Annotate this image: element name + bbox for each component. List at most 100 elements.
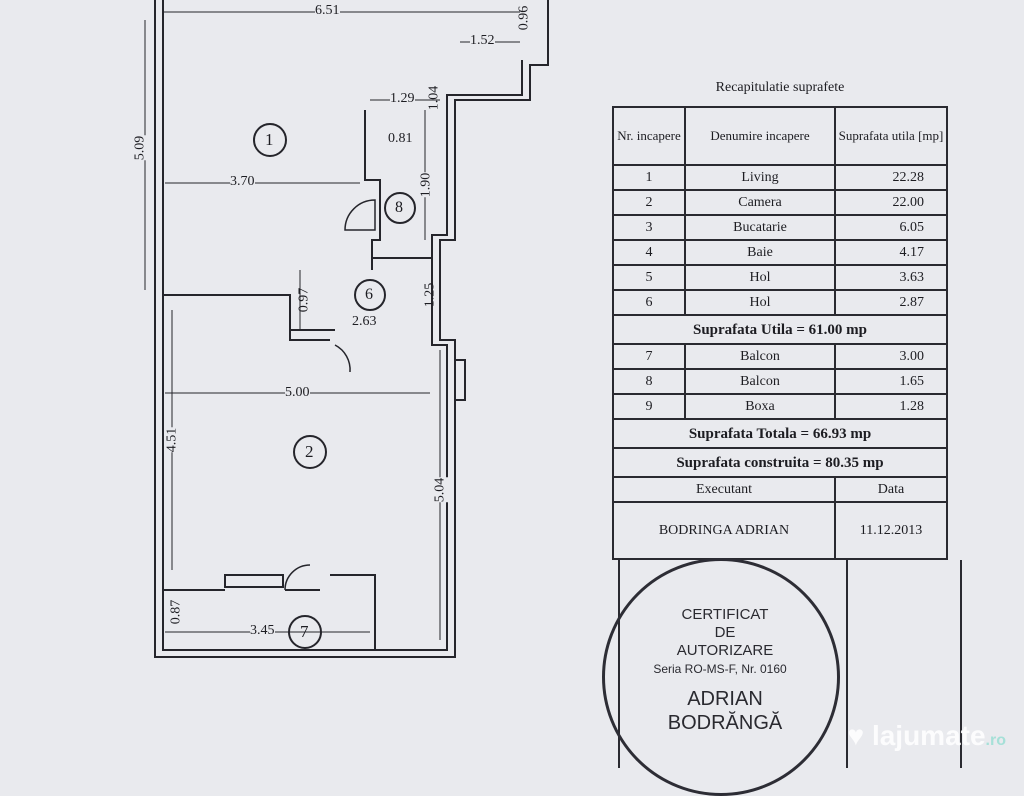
cell-name: Balcon (684, 368, 836, 395)
dim-label: 3.70 (230, 174, 255, 190)
cell-area: 22.00 (834, 189, 948, 216)
cell-name: Balcon (684, 343, 836, 370)
table-line (960, 560, 962, 768)
dim-label: 1.25 (422, 282, 438, 308)
room-number: 6 (365, 286, 373, 303)
cell-nr: 7 (612, 343, 686, 370)
room-1-circle (253, 123, 287, 157)
dim-label: 1.52 (470, 33, 495, 49)
suprafata-totala: Suprafata Totala = 66.93 mp (612, 418, 948, 449)
floor-plan (144, 0, 549, 658)
cell-area: 1.28 (834, 393, 948, 420)
room-number: 2 (305, 442, 314, 461)
utila-row: Suprafata Utila = 61.00 mp (612, 314, 948, 345)
dim-label: 0.81 (388, 131, 413, 146)
dim-label: 0.87 (168, 599, 184, 625)
cell-area: 2.87 (834, 289, 948, 316)
dim-label: 0.97 (296, 287, 312, 313)
stamp-text: CERTIFICAT (681, 606, 769, 623)
dim-label: 1.04 (426, 85, 442, 111)
header-name: Denumire incapere (684, 106, 836, 166)
suprafata-utila: Suprafata Utila = 61.00 mp (612, 314, 948, 345)
outer-wall-inner (162, 0, 523, 651)
cell-name: Bucatarie (684, 214, 836, 241)
cell-area: 4.17 (834, 239, 948, 266)
suprafata-construita: Suprafata construita = 80.35 mp (612, 447, 948, 478)
table-header-row: Nr. incapere Denumire incapere Suprafata… (612, 106, 948, 166)
cell-area: 3.63 (834, 264, 948, 291)
room-8-circle (384, 192, 416, 224)
totala-row: Suprafata Totala = 66.93 mp (612, 418, 948, 449)
stamp-text: AUTORIZARE (676, 642, 774, 659)
executant-label: Executant (612, 476, 836, 503)
door-7 (284, 564, 311, 591)
room-number: 1 (265, 130, 274, 149)
executant-date: 11.12.2013 (834, 501, 948, 560)
authorization-stamp (602, 558, 840, 796)
cell-nr: 3 (612, 214, 686, 241)
dim-label: 3.45 (250, 623, 275, 639)
surface-table: Nr. incapere Denumire incapere Suprafata… (612, 106, 948, 560)
dim-label: 1.90 (418, 172, 435, 198)
construita-row: Suprafata construita = 80.35 mp (612, 447, 948, 478)
outer-wall (154, 0, 549, 658)
dim-label: 5.04 (432, 477, 449, 503)
cell-name: Hol (684, 264, 836, 291)
door-2 (334, 344, 351, 373)
dim-label: 1.29 (390, 91, 415, 107)
dim-label: 4.51 (164, 427, 181, 453)
dim-label: 6.51 (315, 3, 340, 19)
dim-label: 5.00 (285, 385, 310, 401)
table-line (846, 560, 848, 768)
room-6-circle (354, 279, 386, 311)
cell-name: Living (684, 164, 836, 191)
cell-nr: 2 (612, 189, 686, 216)
room-2-circle (293, 435, 327, 469)
stamp-text: BODRĂNGĂ (667, 712, 783, 734)
cell-name: Boxa (684, 393, 836, 420)
plan-labels: 6.51 0.96 1.52 1.04 1.29 0.81 5.09 3.70 … (132, 3, 532, 641)
cell-area: 3.00 (834, 343, 948, 370)
stamp-text: DE (714, 624, 736, 641)
watermark-logo: ♥ lajumate.ro (848, 720, 1006, 752)
stamp-text: Seria RO-MS-F, Nr. 0160 (653, 662, 787, 676)
door-8 (344, 199, 376, 231)
room-number: 8 (395, 199, 403, 216)
cell-name: Camera (684, 189, 836, 216)
window-7 (224, 574, 284, 588)
wall-hall (364, 110, 381, 270)
watermark-heart-icon: ♥ (847, 720, 872, 751)
cell-nr: 6 (612, 289, 686, 316)
cell-nr: 4 (612, 239, 686, 266)
cell-name: Baie (684, 239, 836, 266)
cell-nr: 8 (612, 368, 686, 395)
executant-name: BODRINGA ADRIAN (612, 501, 836, 560)
dim-label: 5.09 (132, 135, 149, 161)
room-number: 7 (300, 622, 309, 641)
cell-area: 22.28 (834, 164, 948, 191)
table-title: Recapitulatie suprafete (715, 80, 845, 95)
header-area: Suprafata utila [mp] (834, 106, 948, 166)
watermark-brand: lajumate (871, 720, 986, 751)
window-2 (454, 359, 466, 401)
cell-name: Hol (684, 289, 836, 316)
cell-nr: 5 (612, 264, 686, 291)
wall-6 (289, 257, 432, 331)
cell-nr: 1 (612, 164, 686, 191)
header-nr: Nr. incapere (612, 106, 686, 166)
dim-label: 0.96 (516, 5, 532, 31)
cell-area: 1.65 (834, 368, 948, 395)
wall-7 (163, 574, 376, 650)
dim-label: 2.63 (352, 314, 377, 329)
